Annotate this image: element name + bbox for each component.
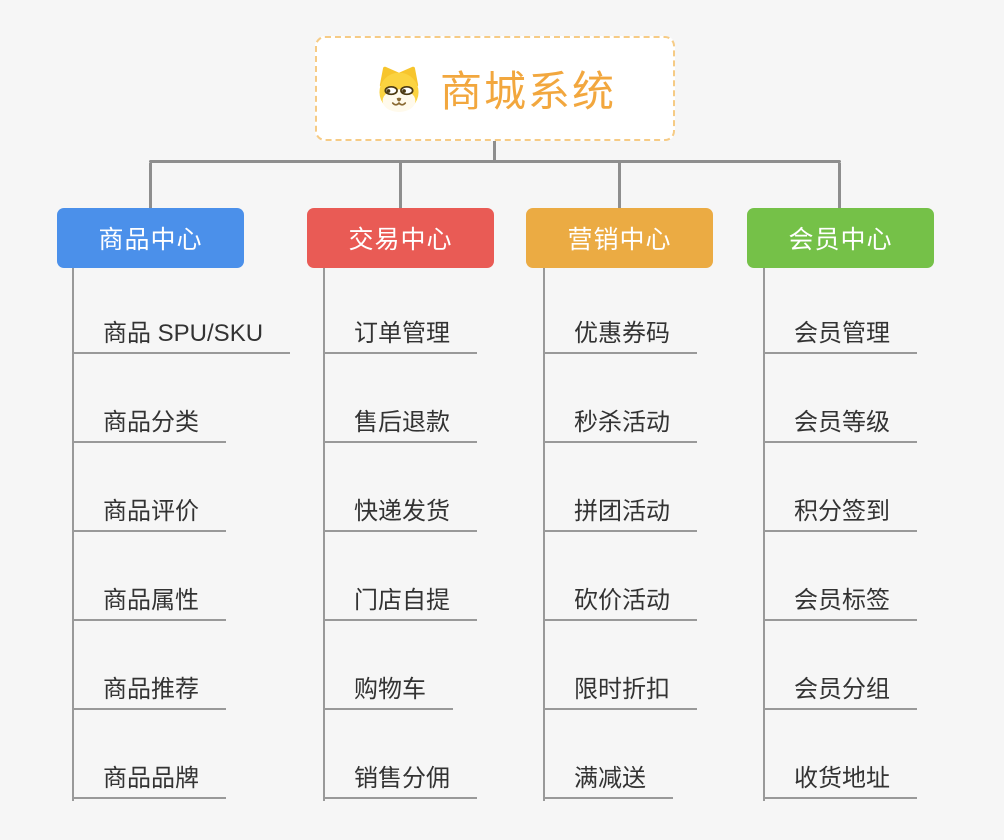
leaf-item[interactable]: 满减送 — [543, 765, 673, 799]
leaf-item[interactable]: 收货地址 — [763, 765, 917, 799]
branch-trunk-line — [323, 268, 325, 801]
root-title: 商城系统 — [439, 68, 616, 115]
leaf-item[interactable]: 会员等级 — [763, 409, 917, 443]
root-node[interactable]: 商城系统 — [315, 36, 675, 141]
shiba-dog-icon — [374, 64, 424, 114]
leaf-item[interactable]: 优惠券码 — [543, 320, 697, 354]
leaf-item[interactable]: 商品 SPU/SKU — [72, 320, 291, 354]
branch-trunk-line — [72, 268, 74, 801]
leaf-item[interactable]: 限时折扣 — [543, 676, 697, 710]
branch-node-marketing-center[interactable]: 营销中心 — [526, 208, 713, 268]
branch-node-trade-center[interactable]: 交易中心 — [307, 208, 494, 268]
leaf-item[interactable]: 商品品牌 — [72, 765, 226, 799]
leaf-item[interactable]: 商品属性 — [72, 587, 226, 621]
leaf-item[interactable]: 砍价活动 — [543, 587, 697, 621]
leaf-item[interactable]: 商品分类 — [72, 409, 226, 443]
branch-trunk-line — [543, 268, 545, 801]
connector-drop-line — [618, 163, 621, 208]
leaf-item[interactable]: 秒杀活动 — [543, 409, 697, 443]
leaf-item[interactable]: 会员分组 — [763, 676, 917, 710]
leaf-item[interactable]: 会员管理 — [763, 320, 917, 354]
leaf-item[interactable]: 商品推荐 — [72, 676, 226, 710]
branch-node-product-center[interactable]: 商品中心 — [57, 208, 244, 268]
leaf-item[interactable]: 商品评价 — [72, 498, 226, 532]
leaf-item[interactable]: 售后退款 — [323, 409, 477, 443]
leaf-item[interactable]: 会员标签 — [763, 587, 917, 621]
leaf-item[interactable]: 门店自提 — [323, 587, 477, 621]
leaf-item[interactable]: 订单管理 — [323, 320, 477, 354]
leaf-item[interactable]: 积分签到 — [763, 498, 917, 532]
connector-drop-line — [399, 163, 402, 208]
connector-bus-line — [149, 160, 841, 163]
branch-node-member-center[interactable]: 会员中心 — [747, 208, 934, 268]
leaf-item[interactable]: 快递发货 — [323, 498, 477, 532]
leaf-item[interactable]: 拼团活动 — [543, 498, 697, 532]
connector-drop-line — [838, 163, 841, 208]
connector-root-stub — [493, 141, 496, 162]
connector-drop-line — [149, 163, 152, 208]
leaf-item[interactable]: 销售分佣 — [323, 765, 477, 799]
branch-trunk-line — [763, 268, 765, 801]
leaf-item[interactable]: 购物车 — [323, 676, 453, 710]
